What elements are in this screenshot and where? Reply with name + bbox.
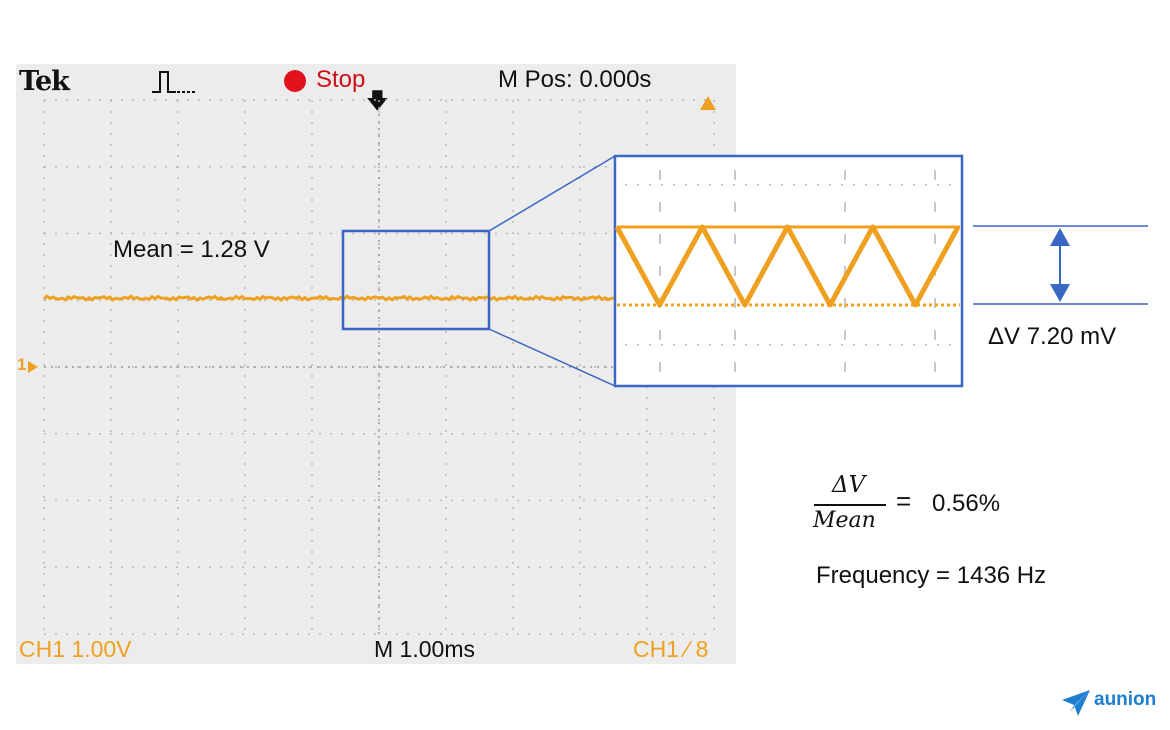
ratio-denominator: Mean	[813, 508, 876, 533]
aunion-logo: aunion	[1060, 688, 1164, 724]
ripple-trace	[614, 224, 961, 308]
ratio-numerator: ΔV	[832, 472, 866, 498]
scope-graticule	[43, 99, 715, 635]
equals-sign: =	[896, 486, 912, 516]
trigger-level-icon	[700, 96, 716, 110]
brand-label: Tek	[19, 66, 70, 97]
ch1-trace	[43, 294, 615, 303]
delta-v-annotation: ΔV 7.20 mV	[988, 323, 1117, 350]
scope-status-bar: Tek Stop M Pos: 0.000s 🡇	[16, 64, 736, 112]
horizontal-position-readout: M Pos: 0.000s	[498, 66, 652, 93]
delta-arrow-up	[1050, 228, 1070, 246]
trigger-setting-readout: CH1 ∕ 8	[633, 636, 709, 662]
delta-arrow-down	[1050, 284, 1070, 302]
ch1-scale-readout: CH1 1.00V	[19, 636, 132, 662]
channel-marker-label: 1	[17, 355, 27, 374]
zoom-connector-bottom	[488, 328, 616, 387]
scope-settings-bar: CH1 1.00V M 1.00ms CH1 ∕ 8	[16, 634, 736, 664]
frequency-annotation: Frequency = 1436 Hz	[816, 562, 1047, 589]
run-state-label: Stop	[316, 66, 366, 93]
logo-text: aunion	[1094, 689, 1157, 710]
stop-indicator-icon	[284, 70, 306, 92]
pulse-icon	[152, 71, 195, 93]
ch1-ground-icon	[28, 361, 38, 373]
zoom-inset	[613, 154, 964, 388]
mean-annotation: Mean = 1.28 V	[113, 236, 270, 263]
ripple-ratio-formula: ΔV Mean = 0.56%	[810, 470, 1050, 540]
ratio-value: 0.56%	[932, 490, 1001, 517]
fraction-bar	[814, 504, 886, 506]
trigger-position-icon: 🡇	[366, 88, 389, 113]
zoom-region-box	[341, 229, 491, 331]
zoom-connector-top	[488, 155, 616, 232]
paper-plane-icon	[1062, 690, 1090, 716]
timebase-readout: M 1.00ms	[374, 636, 475, 662]
